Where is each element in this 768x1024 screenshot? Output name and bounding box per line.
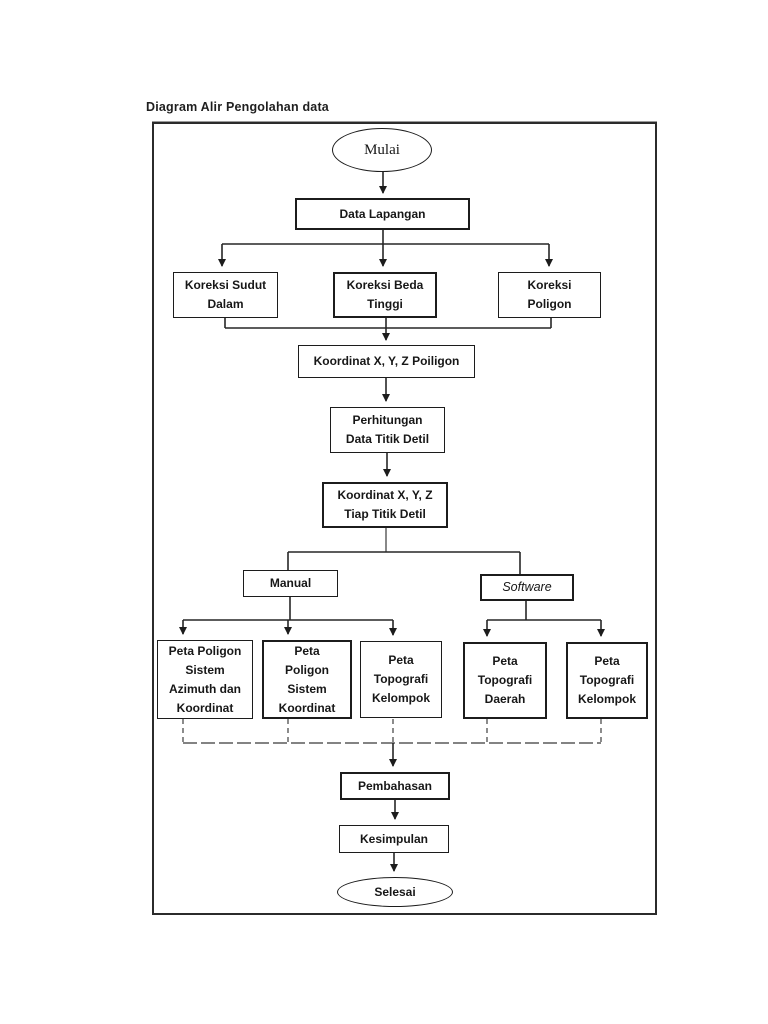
node-koordinat-xyz-poligon: Koordinat X, Y, Z Poiligon [298,345,475,378]
diagram-title: Diagram Alir Pengolahan data [146,100,329,114]
node-koreksi-beda-tinggi: Koreksi Beda Tinggi [333,272,437,318]
node-end-terminator: Selesai [337,877,453,907]
diagram-frame [152,122,657,915]
node-peta-topografi-kelompok-software: Peta Topografi Kelompok [566,642,648,719]
node-data-lapangan: Data Lapangan [295,198,470,230]
node-software: Software [480,574,574,601]
node-peta-poligon-sistem-azimuth-koordinat: Peta Poligon Sistem Azimuth dan Koordina… [157,640,253,719]
node-perhitungan-data-titik-detil: Perhitungan Data Titik Detil [330,407,445,453]
node-start-terminator: Mulai [332,128,432,172]
node-peta-topografi-kelompok-manual: Peta Topografi Kelompok [360,641,442,718]
node-koreksi-poligon: Koreksi Poligon [498,272,601,318]
node-koreksi-sudut-dalam: Koreksi Sudut Dalam [173,272,278,318]
node-kesimpulan: Kesimpulan [339,825,449,853]
node-pembahasan: Pembahasan [340,772,450,800]
node-manual: Manual [243,570,338,597]
node-peta-poligon-sistem-koordinat: Peta Poligon Sistem Koordinat [262,640,352,719]
node-koordinat-xyz-tiap-titik-detil: Koordinat X, Y, Z Tiap Titik Detil [322,482,448,528]
node-peta-topografi-daerah: Peta Topografi Daerah [463,642,547,719]
